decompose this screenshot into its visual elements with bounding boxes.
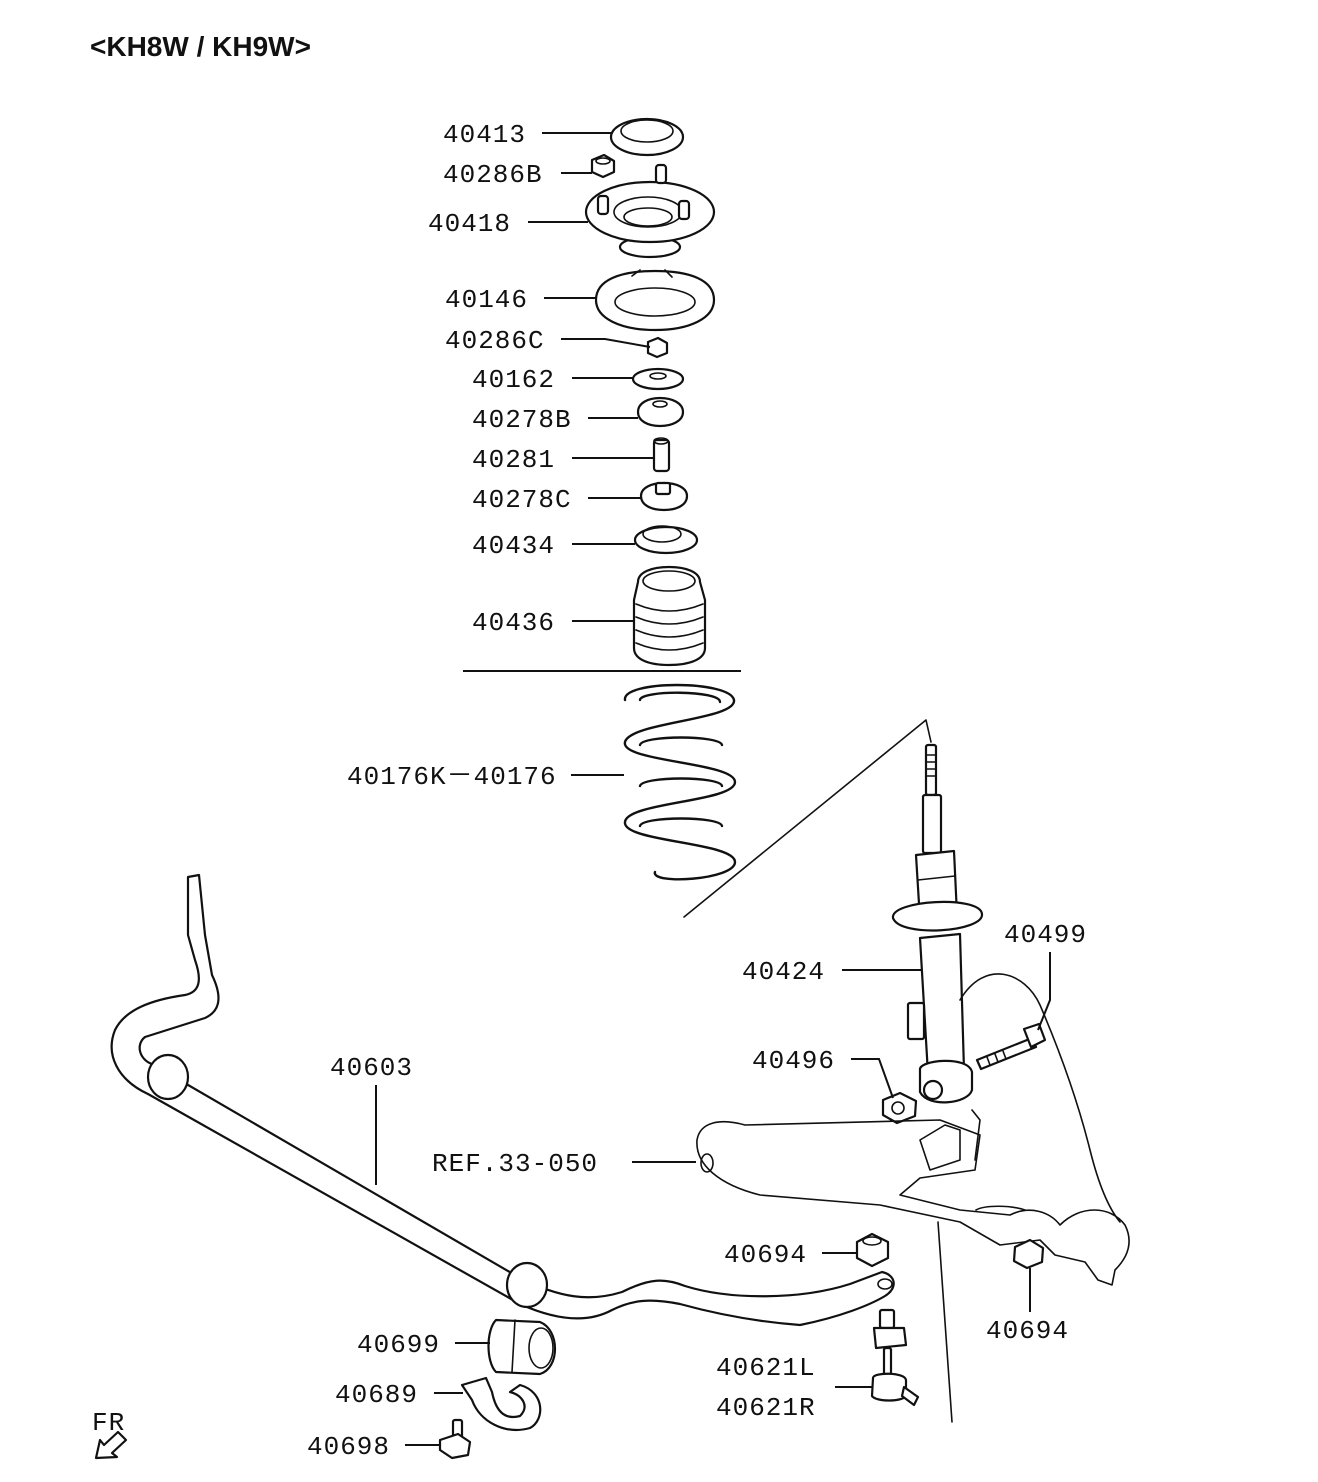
part-label-40418: 40418 (428, 209, 511, 239)
stabilizer-bushing-part (487, 1318, 556, 1376)
coil-spring-part (623, 683, 737, 881)
collar-part (652, 437, 671, 473)
part-label-40278c: 40278C (472, 485, 572, 515)
part-label-40694-left: 40694 (724, 1240, 807, 1270)
part-label-40496: 40496 (752, 1046, 835, 1076)
clamp-bolt-part (438, 1418, 472, 1460)
part-label-40281: 40281 (472, 445, 555, 475)
leader-lines (375, 132, 1051, 1446)
part-label-40621l: 40621L (716, 1353, 816, 1383)
part-label-40698: 40698 (307, 1432, 390, 1462)
lower-mount-nut-part (881, 1091, 918, 1125)
stabilizer-link-part (870, 1221, 953, 1423)
strut-mount-part (584, 163, 716, 259)
assembly-guide-line (683, 719, 932, 918)
front-direction-arrow-icon (94, 1430, 128, 1460)
part-label-40434: 40434 (472, 531, 555, 561)
lower-bushing-part (639, 481, 689, 512)
stabilizer-link-nut-right-part (1012, 1238, 1045, 1270)
mount-nut-part (590, 153, 616, 179)
lower-arm-knuckle-part (696, 973, 1130, 1286)
dust-boot-part (632, 565, 707, 667)
stabilizer-bar-part (110, 873, 895, 1327)
bump-stop-cup-part (633, 525, 699, 555)
part-label-40278b: 40278B (472, 405, 572, 435)
part-label-40286b: 40286B (443, 160, 543, 190)
upper-bushing-part (636, 396, 685, 428)
part-label-40436: 40436 (472, 608, 555, 638)
part-label-40146: 40146 (445, 285, 528, 315)
part-label-40424: 40424 (742, 957, 825, 987)
diagram-title: <KH8W / KH9W> (90, 31, 311, 62)
flange-nut-part (646, 336, 669, 359)
washer-part (631, 367, 685, 391)
part-label-40603: 40603 (330, 1053, 413, 1083)
front-direction-label: FR (92, 1408, 125, 1438)
shock-absorber-part (891, 743, 984, 1104)
part-label-40699: 40699 (357, 1330, 440, 1360)
part-label-40689: 40689 (335, 1380, 418, 1410)
part-label-40286c: 40286C (445, 326, 545, 356)
stabilizer-clamp-part (460, 1376, 542, 1431)
part-label-40621r: 40621R (716, 1393, 816, 1423)
lower-mount-bolt-part (975, 1022, 1047, 1071)
part-label-40162: 40162 (472, 365, 555, 395)
part-label-40176: 40176K－40176 (347, 762, 557, 792)
part-label-40499: 40499 (1004, 920, 1087, 950)
upper-spring-seat-part (594, 269, 716, 332)
stabilizer-link-nut-left-part (855, 1232, 890, 1268)
reference-label: REF.33-050 (432, 1149, 598, 1179)
part-label-40413: 40413 (443, 120, 526, 150)
dust-cap-part (609, 117, 685, 157)
part-label-40694-right: 40694 (986, 1316, 1069, 1346)
